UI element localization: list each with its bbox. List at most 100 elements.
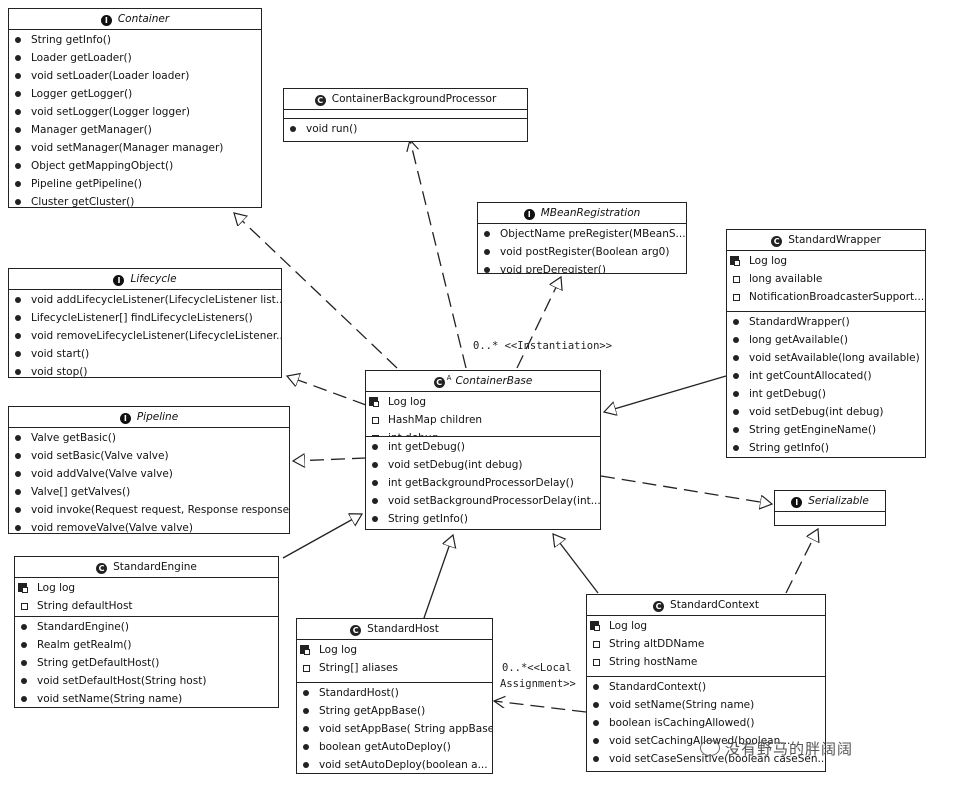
method-text: void setDefaultHost(String host) <box>37 675 207 687</box>
field-row[interactable]: String altDDName <box>587 635 825 653</box>
method-row[interactable]: void setCachingAllowed(boolean... <box>587 732 825 750</box>
method-visibility-icon <box>15 55 21 61</box>
method-row[interactable]: StandardEngine() <box>15 618 278 636</box>
class-name: Pipeline <box>136 411 179 423</box>
method-row[interactable]: void setName(String name) <box>587 696 825 714</box>
method-visibility-icon <box>372 498 378 504</box>
method-visibility-icon <box>733 355 739 361</box>
field-row[interactable]: Log log <box>727 252 925 270</box>
method-row[interactable]: String getEngineName() <box>727 421 925 439</box>
method-row[interactable]: Logger getLogger() <box>9 85 261 103</box>
method-row[interactable]: StandardHost() <box>297 684 492 702</box>
method-row[interactable]: void stop() <box>9 363 281 377</box>
field-row[interactable]: Log log <box>366 393 600 411</box>
method-row[interactable]: int getCountAllocated() <box>727 367 925 385</box>
method-row[interactable]: Valve[] getValves() <box>9 483 289 501</box>
method-row[interactable]: void setLogger(Logger logger) <box>9 103 261 121</box>
method-row[interactable]: void postRegister(Boolean arg0) <box>478 243 686 261</box>
method-row[interactable]: StandardWrapper() <box>727 313 925 331</box>
method-row[interactable]: boolean isCachingAllowed() <box>587 714 825 732</box>
field-text: Log log <box>388 396 427 408</box>
method-row[interactable]: String getDefaultHost() <box>15 654 278 672</box>
method-row[interactable]: String getInfo() <box>366 510 600 528</box>
field-row[interactable]: Log log <box>297 641 492 659</box>
method-row[interactable]: String getInfo() <box>9 31 261 49</box>
method-text: void postRegister(Boolean arg0) <box>500 246 670 258</box>
method-row[interactable]: void setManager(Manager manager) <box>9 139 261 157</box>
method-row[interactable]: int getDebug() <box>366 438 600 456</box>
instantiation-label: 0..* <<Instantiation>> <box>473 340 613 352</box>
method-row[interactable]: int getBackgroundProcessorDelay() <box>366 474 600 492</box>
method-row[interactable]: void run() <box>284 120 527 138</box>
method-row[interactable]: void setDefaultHost(String host) <box>15 672 278 690</box>
method-row[interactable]: void setBasic(Valve valve) <box>9 447 289 465</box>
methods-section: int getDebug()void setDebug(int debug)in… <box>366 437 600 529</box>
method-row[interactable]: void removeValve(Valve valve) <box>9 519 289 533</box>
method-row[interactable]: long getAvailable() <box>727 331 925 349</box>
method-row[interactable]: void addValve(Valve valve) <box>9 465 289 483</box>
method-text: Loader getLoader() <box>31 52 132 64</box>
method-row[interactable]: void setAppBase( String appBase) <box>297 720 492 738</box>
method-visibility-icon <box>21 678 27 684</box>
method-visibility-icon <box>15 507 21 513</box>
method-row[interactable]: Valve getBasic() <box>9 429 289 447</box>
field-row[interactable]: Log log <box>587 617 825 635</box>
method-row[interactable]: void removeLifecycleListener(LifecycleLi… <box>9 327 281 345</box>
method-row[interactable]: void start() <box>9 345 281 363</box>
field-row[interactable]: String[] aliases <box>297 659 492 677</box>
field-row[interactable]: int debug <box>366 429 600 436</box>
method-row[interactable]: void setAvailable(long available) <box>727 349 925 367</box>
method-row[interactable]: void setDebug(int debug) <box>366 456 600 474</box>
base-to-pipeline <box>293 458 367 461</box>
method-row[interactable]: Cluster getCluster() <box>9 193 261 207</box>
method-row[interactable]: StandardContext() <box>587 678 825 696</box>
method-row[interactable]: Object getMappingObject() <box>9 157 261 175</box>
field-row[interactable]: Log log <box>15 579 278 597</box>
class-icon: C <box>350 625 362 636</box>
methods-section: StandardWrapper()long getAvailable()void… <box>727 312 925 457</box>
field-row[interactable]: String hostName <box>587 653 825 671</box>
method-visibility-icon <box>733 427 739 433</box>
method-row[interactable]: void addLifecycleListener(LifecycleListe… <box>9 291 281 309</box>
method-row[interactable]: String getInfo() <box>727 439 925 457</box>
method-row[interactable]: LifecycleListener[] findLifecycleListene… <box>9 309 281 327</box>
method-row[interactable]: Manager getManager() <box>9 121 261 139</box>
method-row[interactable]: void setName(String name) <box>15 690 278 707</box>
method-visibility-icon <box>15 333 21 339</box>
method-row[interactable]: Loader getLoader() <box>9 49 261 67</box>
method-row[interactable]: void setAutoDeploy(boolean a... <box>297 756 492 773</box>
field-row[interactable]: HashMap children <box>366 411 600 429</box>
method-row[interactable]: void setCaseSensitive(boolean caseSen... <box>587 750 825 768</box>
field-row[interactable]: String defaultHost <box>15 597 278 615</box>
method-row[interactable]: Pipeline getPipeline() <box>9 175 261 193</box>
method-row[interactable]: int getDebug() <box>727 385 925 403</box>
method-row[interactable]: void setBackgroundProcessorDelay(int... <box>366 492 600 510</box>
method-row[interactable]: void setLoader(Loader loader) <box>9 67 261 85</box>
field-row[interactable]: long available <box>727 270 925 288</box>
method-text: String getEngineName() <box>749 424 877 436</box>
method-visibility-icon <box>15 163 21 169</box>
method-visibility-icon <box>733 445 739 451</box>
method-row[interactable]: ObjectName preRegister(MBeanS... <box>478 225 686 243</box>
field-row[interactable]: NotificationBroadcasterSupport... <box>727 288 925 306</box>
method-visibility-icon <box>593 720 599 726</box>
method-row[interactable]: void invoke(Request request, Response re… <box>9 501 289 519</box>
context-to-host <box>494 701 587 713</box>
method-row[interactable]: void preDeregister() <box>478 261 686 273</box>
method-row[interactable]: String getAppBase() <box>297 702 492 720</box>
method-row[interactable]: void setDebug(int debug) <box>727 403 925 421</box>
method-row[interactable]: boolean getAutoDeploy() <box>297 738 492 756</box>
method-visibility-icon <box>303 708 309 714</box>
method-row[interactable]: Realm getRealm() <box>15 636 278 654</box>
